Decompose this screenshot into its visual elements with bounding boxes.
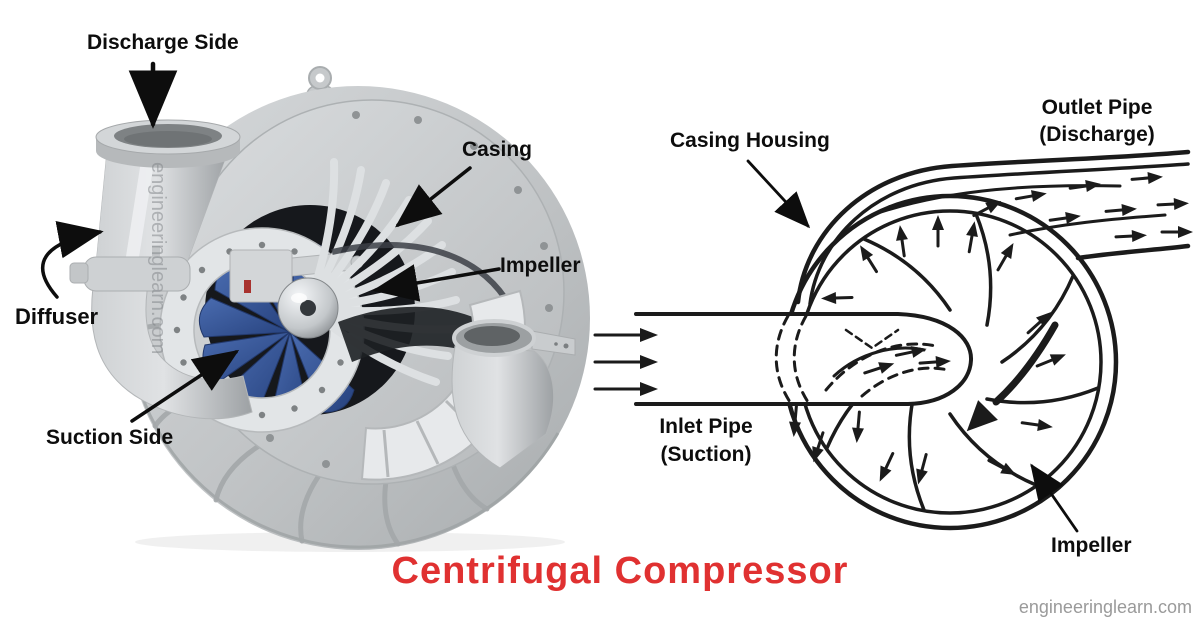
- side-outlet-pipe: [451, 319, 576, 469]
- label-outlet-pipe-line1: Outlet Pipe: [1041, 96, 1153, 119]
- outlet-bottom-line: [1075, 243, 1191, 261]
- label-impeller-left: Impeller: [500, 254, 581, 277]
- leader-casing-housing: [746, 159, 811, 229]
- leader-casing: [395, 166, 472, 228]
- leader-impeller-right: [1030, 463, 1079, 533]
- left-render: engineeringlearn.com: [69, 66, 590, 552]
- label-inlet-pipe-line2: (Suction): [660, 443, 752, 466]
- label-casing-housing: Casing Housing: [670, 129, 830, 152]
- impeller-hub: [277, 277, 339, 339]
- leader-diffuser: [40, 221, 104, 299]
- label-suction-side: Suction Side: [46, 426, 174, 449]
- shroud-shadow-arc: [331, 242, 508, 300]
- main-flow-arrow: [966, 321, 1059, 432]
- label-inlet-pipe-line1: Inlet Pipe: [659, 415, 753, 438]
- flow-schematic: [593, 149, 1193, 531]
- outlet-streamline: [1008, 213, 1167, 237]
- site-watermark: engineeringlearn.com: [1018, 597, 1192, 617]
- label-diffuser: Diffuser: [15, 304, 99, 329]
- leader-suction-side: [130, 349, 240, 423]
- red-indicator: [244, 280, 251, 293]
- flow-arrows: [593, 172, 1193, 485]
- figure-title: Centrifugal Compressor: [391, 550, 849, 592]
- dark-gap: [338, 306, 480, 362]
- label-inlet-pipe: Inlet Pipe (Suction): [628, 413, 784, 469]
- volute-spiral: [795, 149, 1191, 306]
- inlet-pipe-outline: [634, 312, 974, 406]
- pipe-watermark: engineeringlearn.com: [147, 162, 169, 354]
- leader-arrows: [40, 61, 1079, 533]
- label-casing: Casing: [462, 138, 533, 161]
- label-outlet-pipe: Outlet Pipe (Discharge): [1012, 94, 1182, 148]
- label-discharge-side: Discharge Side: [87, 31, 239, 54]
- label-impeller-right: Impeller: [1051, 534, 1132, 557]
- label-outlet-pipe-line2: (Discharge): [1039, 123, 1155, 146]
- leader-impeller-left: [372, 264, 501, 302]
